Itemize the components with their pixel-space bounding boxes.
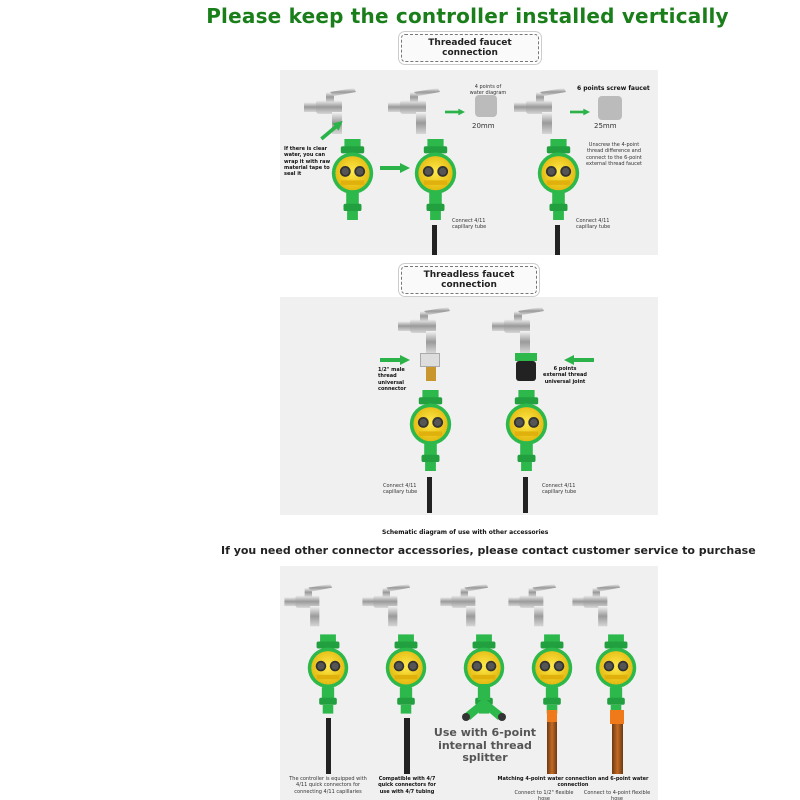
faucet-icon — [440, 584, 496, 630]
label-6point-joint: 6 points external thread universal joint — [542, 366, 587, 385]
hose-connector — [610, 710, 624, 724]
splitter-icon — [462, 684, 506, 721]
diagram-small-label: 4 points of water diagram — [469, 84, 507, 97]
tubing-4-7 — [404, 718, 410, 774]
section-badge-threadless: Threadless faucet connection — [401, 266, 537, 294]
arrow-right-icon — [562, 355, 596, 365]
hose-connector — [547, 710, 557, 722]
brass-thread — [426, 367, 436, 381]
capillary-tube — [427, 477, 432, 513]
contact-heading: If you need other connector accessories,… — [221, 544, 756, 557]
splitter-note: Use with 6-point internal thread splitte… — [433, 726, 537, 765]
accessory-caption-4: Connect to 1/2" flexible hose — [514, 790, 574, 800]
threadless-panel: 1/2" male thread universal connector Con… — [280, 297, 658, 515]
arrow-right-icon — [380, 163, 410, 173]
label-male-thread: 1/2" male thread universal connector — [378, 367, 407, 392]
size-20mm: 20mm — [472, 122, 495, 130]
accessories-panel: Use with 6-point internal thread splitte… — [280, 566, 658, 800]
arrow-right-icon — [570, 108, 590, 116]
capillary-tube — [432, 225, 437, 255]
hose-icon — [547, 722, 557, 774]
faucet-icon — [388, 88, 448, 138]
note-unscrew: Unscrew the 4-point thread difference an… — [586, 142, 642, 167]
faucet-icon — [492, 307, 552, 357]
faucet-icon — [362, 584, 418, 630]
faucet-thread-photo — [598, 96, 622, 120]
accessory-caption-1: The controller is equipped with 4/11 qui… — [289, 776, 367, 795]
universal-joint — [516, 361, 536, 381]
capillary-caption-a: Connect 4/11 capillary tube — [452, 218, 487, 231]
note-raw-tape: If there is clear water, you can wrap it… — [284, 146, 331, 177]
timer-controller-icon — [504, 383, 549, 478]
accessory-caption-3: Matching 4-point water connection and 6-… — [497, 776, 649, 789]
capillary-tube — [326, 718, 331, 774]
capillary-caption-b: Connect 4/11 capillary tube — [542, 483, 577, 496]
universal-connector — [420, 353, 440, 367]
threaded-panel: If there is clear water, you can wrap it… — [280, 70, 658, 255]
timer-controller-icon — [384, 628, 428, 720]
timer-controller-icon — [306, 628, 350, 720]
faucet-icon — [572, 584, 628, 630]
capillary-caption-a: Connect 4/11 capillary tube — [383, 483, 418, 496]
universal-joint-ring — [515, 353, 537, 361]
timer-controller-icon — [530, 628, 574, 720]
arrow-right-icon — [378, 355, 412, 365]
timer-controller-icon — [330, 132, 375, 227]
accessory-caption-5: Connect to 4-point flexible hose — [583, 790, 651, 800]
page-title: Please keep the controller installed ver… — [206, 4, 729, 28]
capillary-tube — [555, 225, 560, 255]
capillary-tube — [523, 477, 528, 513]
faucet-icon — [514, 88, 574, 138]
hose-icon — [612, 724, 623, 774]
faucet-thread-photo — [475, 95, 497, 117]
timer-controller-icon — [408, 383, 453, 478]
faucet-icon — [284, 584, 340, 630]
label-6points-faucet: 6 points screw faucet — [577, 85, 650, 92]
capillary-caption-b: Connect 4/11 capillary tube — [576, 218, 611, 231]
faucet-icon — [398, 307, 458, 357]
arrow-right-icon — [445, 108, 465, 116]
faucet-icon — [508, 584, 564, 630]
timer-controller-icon — [536, 132, 581, 227]
size-25mm: 25mm — [594, 122, 617, 130]
timer-controller-icon — [413, 132, 458, 227]
accessory-caption-2: Compatible with 4/7 quick connectors for… — [378, 776, 436, 795]
schematic-caption: Schematic diagram of use with other acce… — [382, 529, 549, 536]
section-badge-threaded: Threaded faucet connection — [401, 34, 539, 62]
timer-controller-icon — [594, 628, 638, 720]
